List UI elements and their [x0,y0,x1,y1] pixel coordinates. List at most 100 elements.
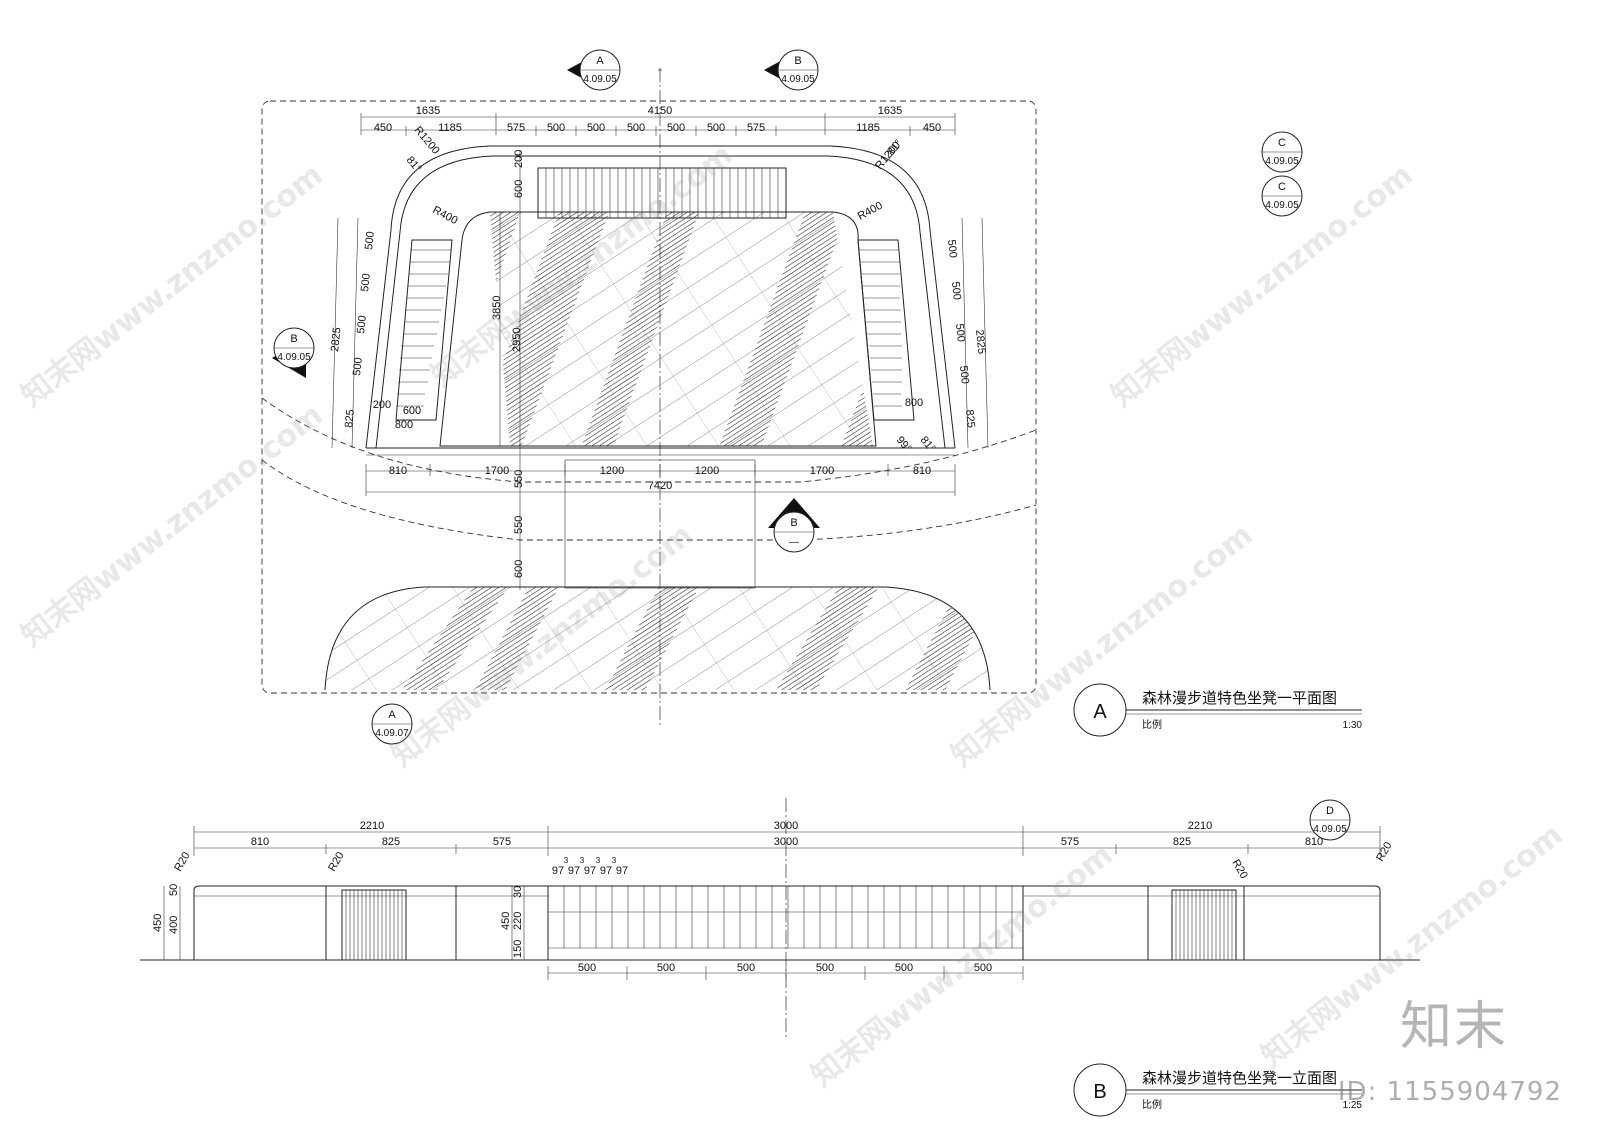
dim-bottom: 810 [389,465,407,477]
dim-slat: 97 [600,865,612,877]
elevation-center-slats [563,886,1013,948]
dim-top-inner: 575 [747,122,765,134]
dim-vertical: 550 [513,516,525,534]
dim-right: 500 [957,365,971,385]
radius-label: R20 [326,850,346,873]
plan-title: 森林漫步道特色坐凳一平面图 [1142,690,1337,707]
dim-vertical: 600 [513,560,525,578]
dim-left: 500 [351,357,365,377]
svg-text:C: C [1278,137,1286,149]
small-dim: 600 [403,405,421,417]
angle-label: 81° [404,154,424,174]
dim-bottom: 500 [895,962,913,974]
svg-text:4.09.07: 4.09.07 [375,728,409,739]
scale-label: 比例 [1142,1098,1162,1111]
dim-top-inner: 3000 [774,836,798,848]
dim-top-inner: 500 [627,122,645,134]
callout-b-bottom[interactable]: B — [773,511,815,553]
svg-text:C: C [1278,181,1286,193]
dim-top-inner: 575 [1061,836,1079,848]
angle-label: 99° [894,434,914,454]
dim-top-outer: 4150 [648,105,672,117]
plan-view: 1635 4150 1635 450 1185 575 500 500 500 … [261,49,1363,745]
small-dim: 800 [905,397,923,409]
dim-right: 825 [963,409,977,429]
top-bench-slats [545,168,779,218]
dim-slat: 97 [552,865,564,877]
dim-left: 500 [363,231,377,251]
svg-text:4.09.05: 4.09.05 [1313,824,1347,835]
dim-bottom: 500 [657,962,675,974]
id-label: ID: 1155904792 [1337,1077,1562,1107]
scale-value: 1:25 [1343,1100,1363,1111]
dim-top-outer: 1635 [878,105,902,117]
scale-value: 1:30 [1343,720,1363,731]
svg-text:A: A [388,709,396,721]
radius-label: R20 [1374,840,1394,863]
callout-d[interactable]: D 4.09.05 [1309,799,1351,841]
dim-height: 30 [512,886,524,898]
dim-bottom: 500 [578,962,596,974]
elevation-title-block: B 森林漫步道特色坐凳一立面图 比例 1:25 [1073,1063,1363,1117]
dim-top-inner: 450 [374,122,392,134]
elevation-title: 森林漫步道特色坐凳一立面图 [1142,1070,1337,1087]
elevation-dimension-labels: 2210 3000 2210 810 825 575 3000 575 825 … [152,820,1395,974]
dim-height: 150 [512,940,524,958]
dim-right: 500 [949,281,963,301]
dim-top-inner: 825 [382,836,400,848]
dim-bottom: 1700 [810,465,834,477]
dim-top-inner: 575 [507,122,525,134]
dim-vertical: 3850 [491,296,503,320]
dim-top-inner: 825 [1173,836,1191,848]
svg-text:4.09.05: 4.09.05 [583,74,617,85]
dim-top-inner: 1185 [438,122,462,134]
callout-a-lower[interactable]: A 4.09.07 [371,703,413,745]
callout-a-top[interactable]: A 4.09.05 [579,49,621,91]
dim-slat: 97 [584,865,596,877]
callout-c-2[interactable]: C 4.09.05 [1261,175,1303,217]
dim-height: 50 [168,884,180,896]
dim-top-inner: 500 [667,122,685,134]
svg-text:D: D [1326,805,1334,817]
dim-top-inner: 810 [1305,836,1323,848]
dim-vertical: 2950 [511,328,523,352]
callout-b-left[interactable]: B 4.09.05 [273,327,315,369]
view-mark: A [1093,701,1107,723]
dim-top-outer: 2210 [360,820,384,832]
radius-label: R20 [1229,858,1249,881]
dim-bottom: 810 [913,465,931,477]
dim-top-inner: 500 [587,122,605,134]
scale-label: 比例 [1142,718,1162,731]
brand-logo: 知末 [1399,997,1508,1057]
radius-label: R400 [431,204,460,227]
dim-vertical: 600 [513,180,525,198]
dim-top-outer: 2210 [1188,820,1212,832]
dim-bottom: 1200 [695,465,719,477]
dim-top-outer: 1635 [416,105,440,117]
dim-top-inner: 575 [493,836,511,848]
dim-vertical: 200 [513,150,525,168]
dim-top-inner: 500 [547,122,565,134]
dim-top-inner: 1185 [856,122,880,134]
dim-top-inner: 450 [923,122,941,134]
dim-total: 7420 [648,480,672,492]
callout-c-1[interactable]: C 4.09.05 [1261,131,1303,173]
dim-vertical: 550 [513,470,525,488]
svg-text:B: B [794,55,801,67]
dim-slat-gap: 3 [580,856,585,865]
svg-text:4.09.05: 4.09.05 [781,74,815,85]
callout-b-top[interactable]: B 4.09.05 [777,49,819,91]
svg-text:—: — [789,537,799,548]
dim-bottom: 500 [974,962,992,974]
dim-bottom: 500 [816,962,834,974]
dim-top-inner: 500 [707,122,725,134]
small-dim: 800 [395,419,413,431]
dim-top-outer: 3000 [774,820,798,832]
dim-slat-gap: 3 [564,856,569,865]
dim-slat-gap: 3 [612,856,617,865]
svg-text:A: A [596,55,604,67]
dim-bottom: 1700 [485,465,509,477]
angle-label: 81° [918,434,938,454]
dim-height: 400 [168,916,180,934]
